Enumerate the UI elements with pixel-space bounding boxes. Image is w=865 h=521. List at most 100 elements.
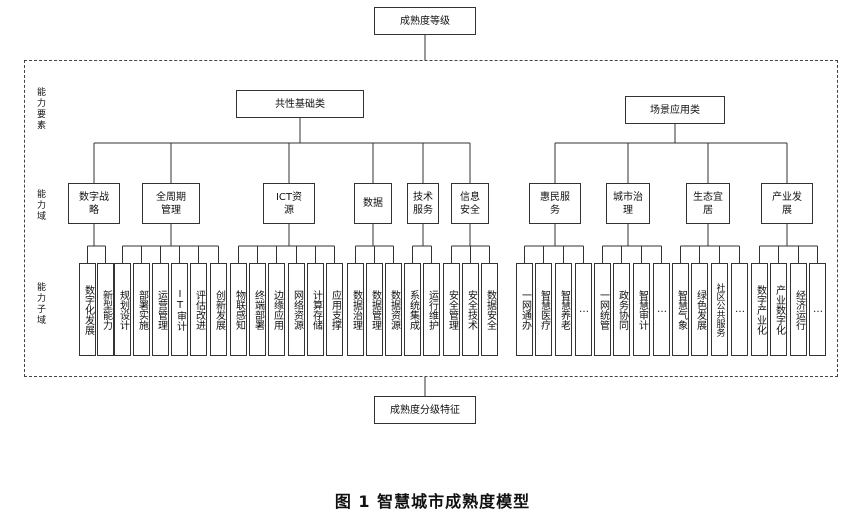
subdomain-label: … xyxy=(656,304,668,315)
subdomain-label: … xyxy=(578,304,590,315)
maturity-feature-box: 成熟度分级特征 xyxy=(374,396,476,424)
subdomain-label: 部署实施 xyxy=(136,289,148,330)
subdomain-label: 产业数字化 xyxy=(773,284,785,335)
domain-label: 技术服务 xyxy=(413,191,433,216)
subdomain-box: 智慧气象 xyxy=(672,263,689,356)
subdomain-box: 系统集成 xyxy=(404,263,421,356)
domain-box: 全周期管理 xyxy=(142,183,200,224)
subdomain-box: 政务协同 xyxy=(613,263,630,356)
subdomain-label: 安全技术 xyxy=(465,289,477,330)
subdomain-label: 运行维护 xyxy=(426,289,438,330)
domain-label: 数字战略 xyxy=(79,191,109,216)
subdomain-box: 智慧审计 xyxy=(633,263,650,356)
subdomain-box: 边缘应用 xyxy=(268,263,285,356)
subdomain-label: 智慧医疗 xyxy=(538,289,550,330)
domain-box: 数字战略 xyxy=(68,183,120,224)
subdomain-label: 社区公共服务 xyxy=(714,282,725,337)
subdomain-box: … xyxy=(575,263,592,356)
subdomain-label: 政务协同 xyxy=(616,289,628,330)
domain-label: 信息安全 xyxy=(460,191,480,216)
row-label-domain: 能力域 xyxy=(37,190,47,222)
subdomain-label: 终端部署 xyxy=(252,289,264,330)
row-label-subdomain: 能力子域 xyxy=(37,283,47,326)
subdomain-label: 数字化发展 xyxy=(82,284,94,335)
subdomain-box: 产业数字化 xyxy=(770,263,787,356)
subdomain-label: 经济运行 xyxy=(793,289,805,330)
subdomain-box: 创新发展 xyxy=(210,263,227,356)
subdomain-box: 新型能力 xyxy=(97,263,114,356)
domain-label: 全周期管理 xyxy=(156,191,186,216)
domain-box: 技术服务 xyxy=(407,183,439,224)
subdomain-box: 数据安全 xyxy=(481,263,498,356)
subdomain-box: 规划设计 xyxy=(114,263,131,356)
domain-label: 城市治理 xyxy=(613,191,643,216)
subdomain-box: 智慧养老 xyxy=(555,263,572,356)
subdomain-box: 计算存储 xyxy=(307,263,324,356)
subdomain-label: 智慧审计 xyxy=(636,289,648,330)
domain-label: 惠民服务 xyxy=(540,191,570,216)
subdomain-label: … xyxy=(734,304,746,315)
domain-box: 城市治理 xyxy=(606,183,650,224)
subdomain-label: 边缘应用 xyxy=(271,289,283,330)
domain-box: ICT资源 xyxy=(263,183,315,224)
subdomain-box: 数据治理 xyxy=(347,263,364,356)
domain-box: 信息安全 xyxy=(451,183,489,224)
subdomain-box: 经济运行 xyxy=(790,263,807,356)
subdomain-label: 新型能力 xyxy=(100,289,112,330)
subdomain-label: 一网通办 xyxy=(519,289,531,330)
domain-label: 数据 xyxy=(363,198,383,209)
subdomain-label: 智慧养老 xyxy=(558,289,570,330)
subdomain-box: 一网统管 xyxy=(594,263,611,356)
subdomain-box: 数字化发展 xyxy=(79,263,96,356)
subdomain-label: 运营管理 xyxy=(155,289,167,330)
subdomain-box: IT审计 xyxy=(171,263,188,356)
subdomain-label: 网络资源 xyxy=(291,289,303,330)
subdomain-box: 绿色发展 xyxy=(691,263,708,356)
maturity-level-box: 成熟度等级 xyxy=(374,7,476,35)
subdomain-label: 创新发展 xyxy=(213,289,225,330)
subdomain-box: 数据资源 xyxy=(385,263,402,356)
subdomain-label: 数字产业化 xyxy=(754,284,766,335)
subdomain-label: 绿色发展 xyxy=(694,289,706,330)
figure-caption: 图 1 智慧城市成熟度模型 xyxy=(334,492,531,511)
subdomain-box: 运行维护 xyxy=(423,263,440,356)
subdomain-box: 应用支撑 xyxy=(326,263,343,356)
subdomain-box: 一网通办 xyxy=(516,263,533,356)
subdomain-label: IT审计 xyxy=(174,288,186,331)
subdomain-box: 网络资源 xyxy=(288,263,305,356)
category-scene-box: 场景应用类 xyxy=(625,96,725,124)
subdomain-box: 数字产业化 xyxy=(751,263,768,356)
row-label-elements: 能力要素 xyxy=(37,88,47,131)
subdomain-label: 应用支撑 xyxy=(329,289,341,330)
capability-frame xyxy=(24,60,838,377)
domain-box: 数据 xyxy=(354,183,392,224)
subdomain-box: 部署实施 xyxy=(133,263,150,356)
subdomain-box: … xyxy=(809,263,826,356)
subdomain-label: 数据管理 xyxy=(369,289,381,330)
subdomain-label: 评估改进 xyxy=(193,289,205,330)
subdomain-label: 数据治理 xyxy=(350,289,362,330)
subdomain-label: 物联感知 xyxy=(233,289,245,330)
subdomain-label: 计算存储 xyxy=(310,289,322,330)
subdomain-box: 安全管理 xyxy=(443,263,460,356)
subdomain-box: … xyxy=(731,263,748,356)
domain-label: 生态宜居 xyxy=(693,191,723,216)
subdomain-box: 终端部署 xyxy=(249,263,266,356)
subdomain-box: 智慧医疗 xyxy=(535,263,552,356)
subdomain-label: 一网统管 xyxy=(597,289,609,330)
subdomain-box: 数据管理 xyxy=(366,263,383,356)
subdomain-label: 规划设计 xyxy=(117,289,129,330)
subdomain-box: 安全技术 xyxy=(462,263,479,356)
subdomain-label: … xyxy=(812,304,824,315)
subdomain-label: 安全管理 xyxy=(446,289,458,330)
subdomain-label: 智慧气象 xyxy=(675,289,687,330)
subdomain-label: 系统集成 xyxy=(407,289,419,330)
subdomain-box: 运营管理 xyxy=(152,263,169,356)
subdomain-box: 评估改进 xyxy=(190,263,207,356)
subdomain-box: … xyxy=(653,263,670,356)
domain-box: 生态宜居 xyxy=(686,183,730,224)
subdomain-box: 社区公共服务 xyxy=(711,263,728,356)
domain-box: 产业发展 xyxy=(761,183,813,224)
